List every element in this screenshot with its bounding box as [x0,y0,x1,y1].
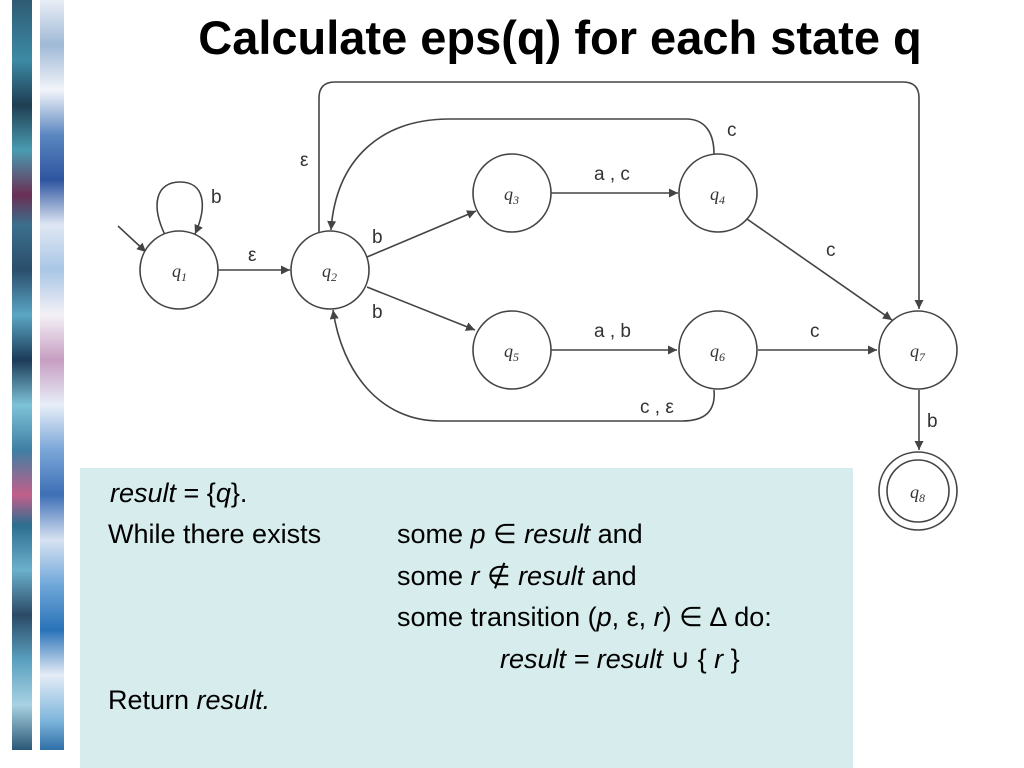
algorithm-box [80,468,853,768]
state-label-q7: q7 [910,341,926,364]
edge-initial [117,225,147,253]
algorithm-line-6: result = result ∪ { r } [500,644,740,674]
algorithm-line-1: result = {q}. [110,478,248,508]
edge-label-q4-q7: c [826,240,836,261]
state-q4 [678,153,758,233]
state-q8-accept-ring [886,459,950,523]
edge-q2-q7 [318,81,924,309]
state-label-q6: q6 [710,341,725,364]
edge-q2-q3 [366,210,477,258]
state-q1 [139,230,219,310]
edge-q4-q7 [746,218,893,321]
state-label-q4: q4 [710,184,725,207]
edge-label-q4-q2: c [727,120,737,141]
algorithm-line-3: some p ∈ result and [397,519,643,549]
algorithm-line-5: some transition (p, ε, r) ∈ ∆ do: [397,602,772,632]
state-label-q1: q1 [172,261,187,284]
state-label-q2: q2 [322,261,337,284]
edge-label-q1-q1: b [211,187,222,208]
algorithm-line-7: Return result. [108,685,271,715]
edge-q6-q2 [329,309,715,422]
edge-label-q3-q4: a , c [594,164,630,185]
algorithm-line-2: While there exists [108,519,322,549]
state-label-q8: q8 [910,482,925,505]
algorithm-line-4: some r ∉ result and [397,561,637,591]
edge-label-q5-q6: a , b [594,321,631,342]
edge-label-q2-q7: ε [300,150,309,171]
automaton-diagram: q1 q2 q3 q4 q5 q6 q7 q8 b ε ε c b b a , … [117,81,958,531]
state-q5 [472,310,552,390]
state-q7 [878,310,958,390]
edge-label-q6-q2: c , ε [640,397,674,418]
state-label-q5: q5 [504,341,519,364]
state-q3 [472,153,552,233]
decorative-strip-dark [12,0,32,750]
edge-label-q2-q3: b [372,227,383,248]
edge-q1-q1 [156,181,204,238]
edge-label-q1-q2: ε [248,245,257,266]
edge-q4-q2 [327,118,715,231]
edge-q2-q5 [366,286,476,331]
state-label-q3: q3 [504,184,519,207]
slide-title: Calculate eps(q) for each state q [198,11,922,64]
decorative-strip-light [40,0,64,750]
state-q6 [678,310,758,390]
edge-label-q6-q7: c [810,321,820,342]
edge-label-q2-q5: b [372,302,383,323]
state-q2 [290,230,370,310]
edge-label-q7-q8: b [927,411,938,432]
